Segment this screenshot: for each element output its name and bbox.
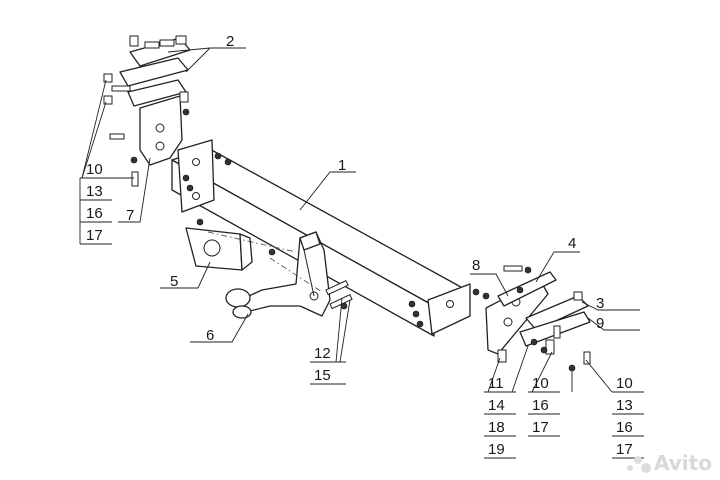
left-stack-item: 16 <box>86 205 103 222</box>
tow-ball-neck <box>232 305 252 319</box>
crossbar-right-endplate <box>427 283 471 335</box>
left-stack-item: 10 <box>86 161 103 178</box>
center-stack-item: 12 <box>314 345 331 362</box>
callout-6: 6 <box>206 327 214 344</box>
callout-8: 8 <box>472 257 480 274</box>
callout-4: 4 <box>568 235 576 252</box>
callout-1: 1 <box>338 157 346 174</box>
center-callout-stack: 12 15 <box>310 345 346 385</box>
rb1-stack-item: 18 <box>488 419 505 436</box>
rb3-stack-item: 10 <box>616 375 633 392</box>
tow-ball <box>225 288 252 319</box>
right-plate-3 <box>525 295 589 331</box>
tow-arm-top <box>299 231 321 251</box>
center-bolts <box>325 280 353 310</box>
watermark-text: Avito <box>654 451 712 475</box>
tow-ball-head <box>225 288 251 308</box>
right-callout-stack-2: 10 16 17 <box>528 375 560 437</box>
rb1-stack-item: 19 <box>488 441 505 458</box>
callout-7: 7 <box>126 207 134 224</box>
rb1-stack-item: 14 <box>488 397 505 414</box>
right-callout-stack-3: 10 13 16 17 <box>612 375 644 459</box>
rb2-stack-item: 16 <box>532 397 549 414</box>
avito-watermark: Avito <box>627 451 712 475</box>
left-stack-item: 13 <box>86 183 103 200</box>
tow-arm-body <box>239 231 331 317</box>
callout-5: 5 <box>170 273 178 290</box>
right-bracket-assembly <box>485 265 591 372</box>
callout-3: 3 <box>596 295 604 312</box>
rb3-stack-item: 13 <box>616 397 633 414</box>
right-upper-plate <box>497 271 557 307</box>
callout-2: 2 <box>226 33 234 50</box>
watermark-dot-icon <box>634 456 642 464</box>
tow-arm <box>239 231 331 317</box>
center-stack-item: 15 <box>314 367 331 384</box>
leader-lines <box>81 47 640 393</box>
socket-plate <box>185 218 276 271</box>
rb3-stack-item: 16 <box>616 419 633 436</box>
rb1-stack-item: 11 <box>488 375 504 392</box>
right-callout-stack-1: 11 14 18 19 <box>484 375 516 459</box>
left-callout-stack: 10 13 16 17 <box>79 161 112 245</box>
rb2-stack-item: 10 <box>532 375 549 392</box>
left-bracket-assembly <box>103 35 191 187</box>
rb2-stack-item: 17 <box>532 419 549 436</box>
watermark-dot-icon <box>641 463 651 473</box>
callout-9: 9 <box>596 315 604 332</box>
left-vertical-bracket <box>139 95 183 166</box>
right-bolts <box>497 265 591 372</box>
socket-plate-body <box>185 227 243 271</box>
socket-plate-edge <box>239 233 253 271</box>
watermark-dot-icon <box>627 465 633 471</box>
left-bolts <box>103 35 190 187</box>
rb3-stack-item: 17 <box>616 441 633 458</box>
crossbar-left-endplate <box>177 139 215 213</box>
left-stack-item: 17 <box>86 227 103 244</box>
crossbar-nuts <box>182 152 490 328</box>
